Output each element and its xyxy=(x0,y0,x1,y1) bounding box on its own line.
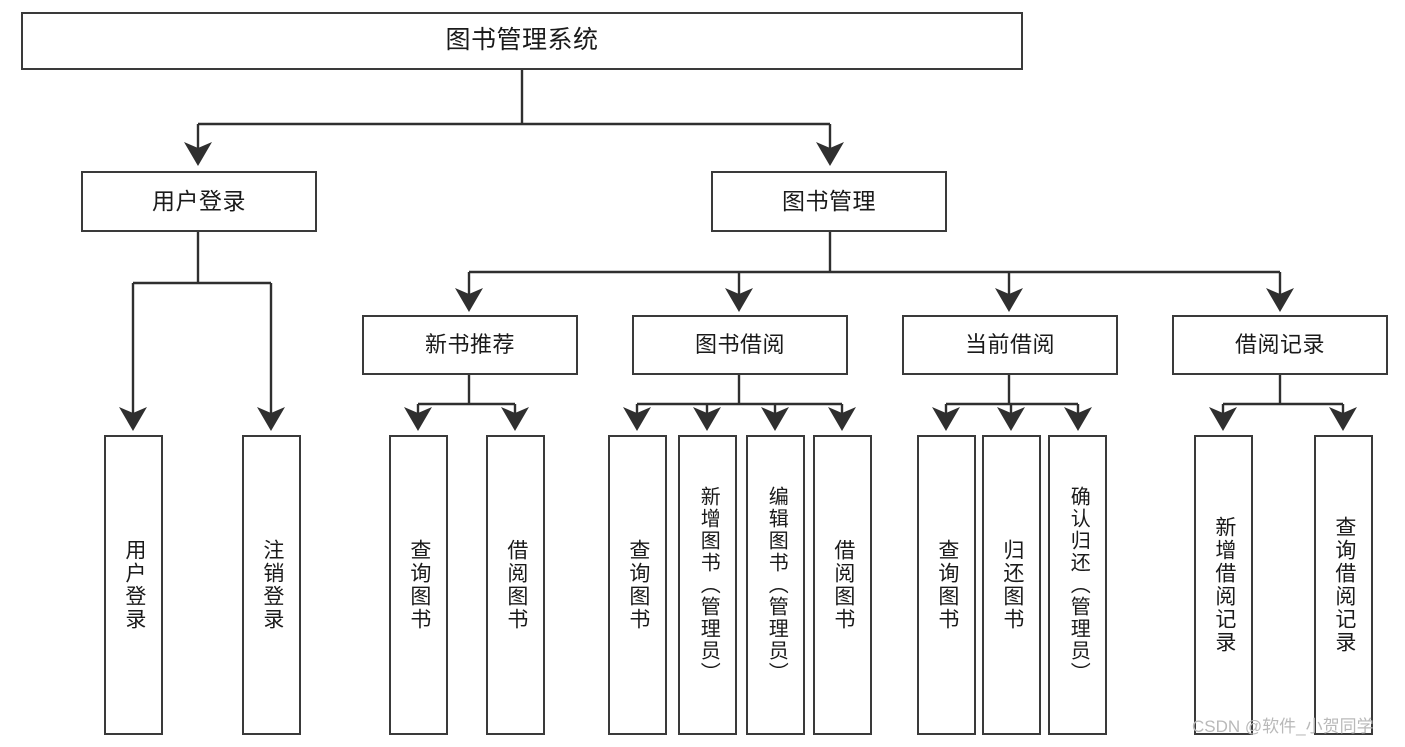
leaf-borrow-edit-book-admin-label: 编辑图书（管理员） xyxy=(765,486,788,684)
node-root-label: 图书管理系统 xyxy=(445,26,599,55)
edges-root-to-level2 xyxy=(184,70,844,166)
node-book-borrow[interactable]: 图书借阅 xyxy=(632,315,848,375)
edges-record-to-leaves xyxy=(1209,375,1357,431)
node-user-login[interactable]: 用户登录 xyxy=(81,171,317,232)
edges-current-to-leaves xyxy=(932,375,1092,431)
leaf-borrow-edit-book-admin[interactable]: 编辑图书（管理员） xyxy=(746,435,805,735)
leaf-borrow-add-book-admin[interactable]: 新增图书（管理员） xyxy=(678,435,737,735)
leaf-user-login[interactable]: 用户登录 xyxy=(104,435,163,735)
node-book-management-label: 图书管理 xyxy=(782,187,876,214)
node-new-book-recommend-label: 新书推荐 xyxy=(424,332,515,358)
edges-bookmgmt-to-level3 xyxy=(455,232,1294,312)
leaf-current-confirm-return-admin[interactable]: 确认归还（管理员） xyxy=(1048,435,1107,735)
leaf-current-query-book-label: 查询图书 xyxy=(935,539,959,631)
leaf-borrow-add-book-admin-label: 新增图书（管理员） xyxy=(697,486,720,684)
edges-login-to-leaves xyxy=(119,232,285,431)
node-new-book-recommend[interactable]: 新书推荐 xyxy=(362,315,578,375)
leaf-borrow-query-book[interactable]: 查询图书 xyxy=(608,435,667,735)
node-borrow-record[interactable]: 借阅记录 xyxy=(1172,315,1388,375)
leaf-newbook-query-book-label: 查询图书 xyxy=(407,539,431,631)
leaf-current-return-book[interactable]: 归还图书 xyxy=(982,435,1041,735)
leaf-newbook-query-book[interactable]: 查询图书 xyxy=(389,435,448,735)
leaf-current-query-book[interactable]: 查询图书 xyxy=(917,435,976,735)
leaf-user-login-label: 用户登录 xyxy=(122,539,146,631)
leaf-newbook-borrow-book-label: 借阅图书 xyxy=(504,539,528,631)
leaf-borrow-query-book-label: 查询图书 xyxy=(626,539,650,631)
edges-newbook-to-leaves xyxy=(404,375,529,431)
leaf-logout-label: 注销登录 xyxy=(260,539,284,631)
leaf-current-return-book-label: 归还图书 xyxy=(1000,539,1024,631)
node-current-borrow-label: 当前借阅 xyxy=(964,332,1055,358)
leaf-borrow-borrow-book[interactable]: 借阅图书 xyxy=(813,435,872,735)
edges-borrow-to-leaves xyxy=(623,375,856,431)
node-book-borrow-label: 图书借阅 xyxy=(694,332,785,358)
leaf-current-confirm-return-admin-label: 确认归还（管理员） xyxy=(1067,486,1090,684)
leaf-record-add-record-label: 新增借阅记录 xyxy=(1212,516,1236,654)
node-borrow-record-label: 借阅记录 xyxy=(1234,332,1325,358)
node-user-login-label: 用户登录 xyxy=(152,187,246,214)
leaf-borrow-borrow-book-label: 借阅图书 xyxy=(831,539,855,631)
node-root[interactable]: 图书管理系统 xyxy=(21,12,1023,70)
leaf-logout[interactable]: 注销登录 xyxy=(242,435,301,735)
leaf-record-query-record-label: 查询借阅记录 xyxy=(1332,516,1356,654)
leaf-newbook-borrow-book[interactable]: 借阅图书 xyxy=(486,435,545,735)
node-current-borrow[interactable]: 当前借阅 xyxy=(902,315,1118,375)
leaf-record-query-record[interactable]: 查询借阅记录 xyxy=(1314,435,1373,735)
node-book-management[interactable]: 图书管理 xyxy=(711,171,947,232)
leaf-record-add-record[interactable]: 新增借阅记录 xyxy=(1194,435,1253,735)
